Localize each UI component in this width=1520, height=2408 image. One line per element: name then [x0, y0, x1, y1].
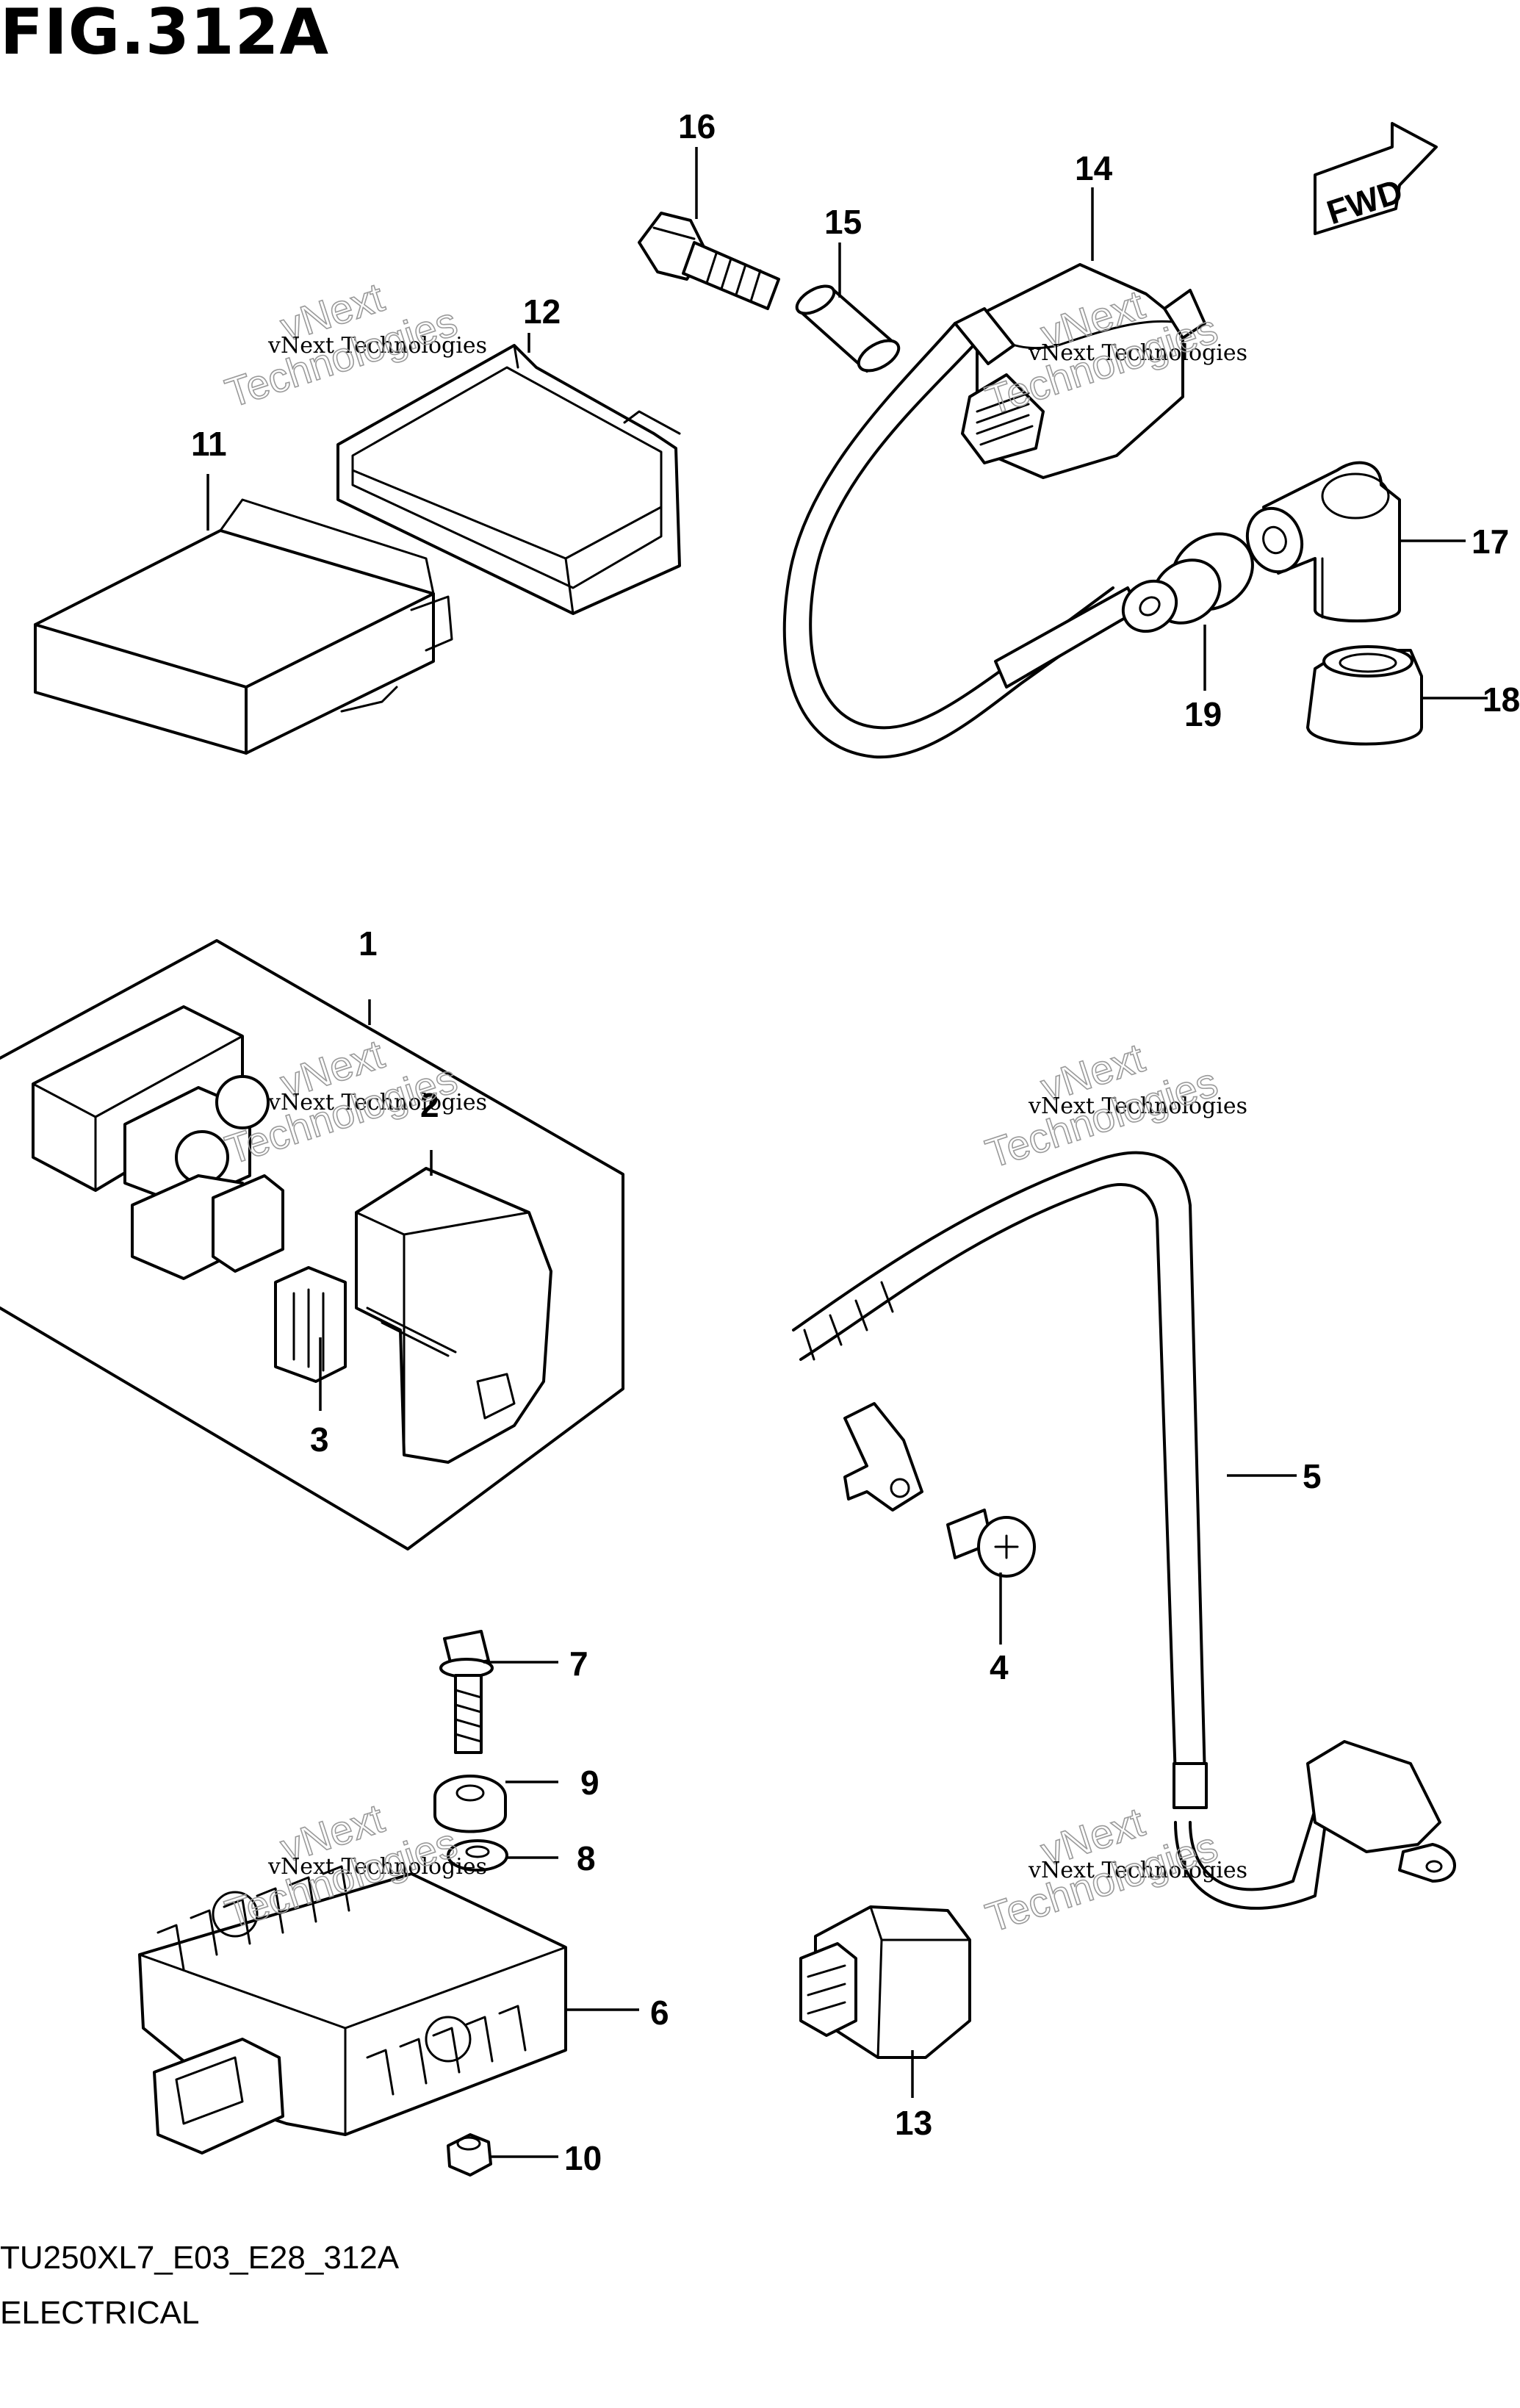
- svg-text:vNext Technologies: vNext Technologies: [1028, 1093, 1247, 1119]
- callout-15: 15: [824, 203, 862, 241]
- callout-2: 2: [420, 1086, 439, 1124]
- part-12-unit-cover: [336, 344, 681, 615]
- part-19-grommet: [1121, 532, 1254, 633]
- parts-1-3-relay-set: [0, 939, 624, 1550]
- fwd-arrow-icon: FWD: [1314, 122, 1438, 235]
- callout-11: 11: [191, 425, 227, 463]
- part-7-bolt: [439, 1630, 494, 1754]
- callout-9: 9: [580, 1764, 599, 1802]
- callout-7: 7: [569, 1645, 588, 1683]
- callout-18: 18: [1483, 680, 1520, 719]
- part-10-nut: [447, 2133, 492, 2177]
- callout-4: 4: [990, 1648, 1009, 1686]
- callout-5: 5: [1303, 1457, 1322, 1495]
- callout-19: 19: [1184, 695, 1222, 733]
- part-8-collar: [447, 1839, 508, 1872]
- part-13-coupler: [799, 1905, 971, 2059]
- part-17-spark-plug-cap: [1245, 461, 1401, 622]
- watermark: vNext vNext Technologies Technologies vN…: [219, 273, 1247, 1941]
- part-16-bolt: [638, 212, 780, 310]
- watermark-bottom-right: vNext vNext Technologies Technologies: [979, 1797, 1247, 1941]
- callout-10: 10: [564, 2139, 602, 2177]
- svg-text:vNext Technologies: vNext Technologies: [267, 333, 487, 359]
- part-18-boot: [1306, 645, 1423, 746]
- callout-numbers: 1 2 3 4 5 6 7 8 9 10 11 12 13 14 15 16 1…: [191, 107, 1520, 2177]
- figure-title: FIG.312A: [0, 0, 330, 69]
- callout-leaders: [206, 147, 1488, 2158]
- part-14-ignition-coil: [782, 263, 1206, 759]
- section-name: ELECTRICAL: [0, 2295, 200, 2331]
- callout-17: 17: [1472, 522, 1509, 561]
- part-15-collar: [795, 284, 901, 373]
- part-11-control-unit: [34, 498, 453, 755]
- svg-text:vNext Technologies: vNext Technologies: [267, 1854, 487, 1880]
- part-6-regulator-rectifier: [138, 1865, 567, 2154]
- callout-6: 6: [650, 1994, 669, 2032]
- part-4-screw: [946, 1509, 1036, 1578]
- model-code: TU250XL7_E03_E28_312A: [0, 2240, 400, 2276]
- part-5-lead-wire: [792, 1151, 1456, 1910]
- callout-16: 16: [678, 107, 716, 145]
- svg-text:vNext Technologies: vNext Technologies: [1028, 340, 1247, 366]
- callout-14: 14: [1075, 149, 1113, 187]
- callout-3: 3: [310, 1420, 329, 1459]
- svg-text:vNext Technologies: vNext Technologies: [267, 1090, 487, 1115]
- part-9-washer: [433, 1775, 507, 1833]
- callout-1: 1: [359, 924, 378, 963]
- svg-text:vNext Technologies: vNext Technologies: [1028, 1858, 1247, 1883]
- callout-8: 8: [577, 1839, 596, 1877]
- callout-12: 12: [523, 292, 561, 331]
- callout-13: 13: [895, 2104, 932, 2142]
